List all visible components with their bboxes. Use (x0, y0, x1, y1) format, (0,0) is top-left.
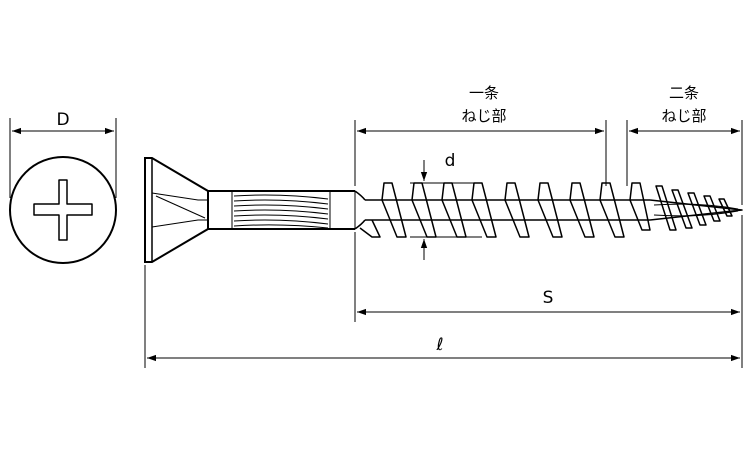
single-thread-label-2: ねじ部 (461, 107, 506, 125)
thread-runout-top (354, 190, 366, 201)
thread-length-label: S (543, 288, 554, 308)
double-thread-tip (649, 185, 743, 231)
phillips-recess-icon (33, 179, 93, 241)
double-thread-label-2: ねじ部 (661, 107, 706, 125)
head-diameter-label: D (56, 110, 69, 130)
head-end-view: D (9, 110, 117, 264)
dimensions: 一条 ねじ部 二条 ねじ部 d S ℓ (144, 84, 743, 368)
knurl-pattern (233, 194, 329, 229)
screw-head (144, 157, 209, 263)
thread-diameter-label: d (445, 151, 456, 171)
total-length-label: ℓ (435, 335, 443, 355)
single-thread-label-1: 一条 (469, 84, 499, 102)
double-thread-label-1: 二条 (669, 84, 699, 102)
recess-line-upper (151, 192, 208, 201)
head-circle (9, 156, 117, 264)
recess-cross-line (155, 195, 206, 219)
single-thread-crests (359, 182, 651, 238)
screw-side-view (144, 157, 743, 263)
thread-runout-bottom (354, 219, 366, 230)
recess-line-lower (151, 219, 208, 228)
